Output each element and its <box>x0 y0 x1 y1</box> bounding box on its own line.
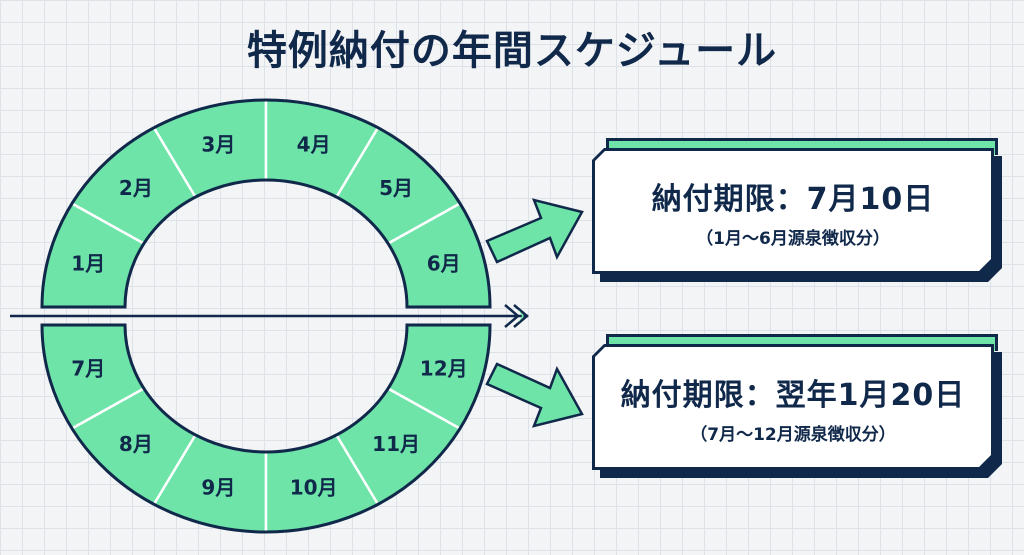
month-label: 4月 <box>297 133 331 157</box>
deadline-main-text: 納付期限：翌年1月20日 <box>620 377 966 413</box>
month-label: 8月 <box>119 432 153 456</box>
timeline-chevron-icon <box>504 304 520 328</box>
month-label: 3月 <box>201 133 235 157</box>
month-label: 10月 <box>290 475 338 499</box>
timeline-chevron-icon <box>513 304 529 328</box>
month-label: 9月 <box>201 475 235 499</box>
month-label: 6月 <box>427 252 461 276</box>
month-label: 2月 <box>119 176 153 200</box>
month-label: 11月 <box>372 432 420 456</box>
ring-half-outline-second <box>40 323 492 534</box>
deadline-sub-text: （1月〜6月源泉徴収分） <box>696 228 890 249</box>
page-title: 特例納付の年間スケジュール <box>246 28 778 74</box>
deadline-main-text: 納付期限：7月10日 <box>651 181 935 217</box>
month-label: 7月 <box>71 356 105 380</box>
month-label: 5月 <box>379 176 413 200</box>
ring-half-outline-first <box>40 98 492 309</box>
deadline-box-second-half: 納付期限：翌年1月20日 （7月〜12月源泉徴収分） <box>592 334 994 470</box>
month-label: 12月 <box>420 356 468 380</box>
timeline-chevron-accent <box>518 309 524 323</box>
arrow-to-first-deadline-icon <box>485 198 584 264</box>
month-label: 1月 <box>71 252 105 276</box>
deadline-box-first-half: 納付期限：7月10日 （1月〜6月源泉徴収分） <box>592 138 994 274</box>
deadline-sub-text: （7月〜12月源泉徴収分） <box>690 424 896 445</box>
arrow-to-second-deadline-icon <box>485 362 584 428</box>
